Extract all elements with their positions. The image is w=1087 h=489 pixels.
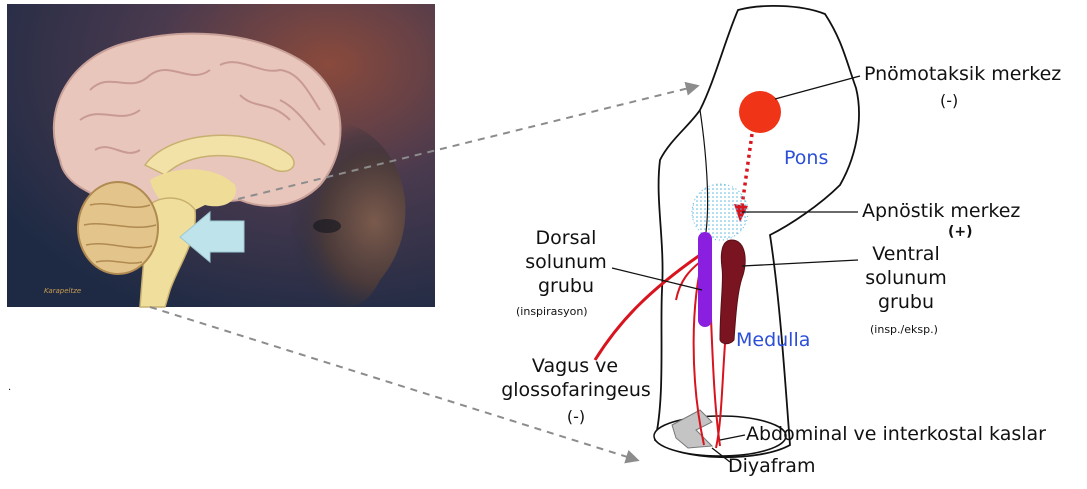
dorsal-sublabel: (inspirasyon) <box>516 306 588 319</box>
dorsal-label-line2: solunum <box>520 252 612 274</box>
ventral-label-line3: grubu <box>856 292 956 314</box>
apnostik-center <box>692 184 748 240</box>
dorsal-label-line1: Dorsal <box>520 228 612 250</box>
vagus-label-line2: glossofaringeus <box>496 380 656 402</box>
dorsal-label-line3: grubu <box>520 276 612 298</box>
medulla-label: Medulla <box>736 330 810 352</box>
image-signature: Karapeltze <box>44 287 81 295</box>
brain-illustration <box>7 4 435 307</box>
ventral-label-line2: solunum <box>856 268 956 290</box>
pnomotaksik-sign: (-) <box>940 92 958 110</box>
stray-dot: . <box>8 382 11 394</box>
apnostik-label: Apnöstik merkez <box>862 201 1020 223</box>
eye <box>313 219 341 233</box>
pons-label: Pons <box>784 148 828 170</box>
vagus-label-line1: Vagus ve <box>510 356 640 378</box>
pnomotaksik-label: Pnömotaksik merkez <box>864 64 1061 86</box>
apnostik-sign: (+) <box>948 224 973 240</box>
brainstem-outline <box>655 6 859 457</box>
ventral-label-line1: Ventral <box>856 244 956 266</box>
diyafram-label: Diyafram <box>728 456 815 478</box>
dorsal-respiratory-group <box>698 232 712 327</box>
ventral-sublabel: (insp./eksp.) <box>870 324 938 337</box>
vagus-sign: (-) <box>556 408 596 426</box>
abdominal-label: Abdominal ve interkostal kaslar <box>746 424 1046 446</box>
pnomotaksik-center <box>739 91 781 133</box>
cerebellum <box>78 182 158 274</box>
